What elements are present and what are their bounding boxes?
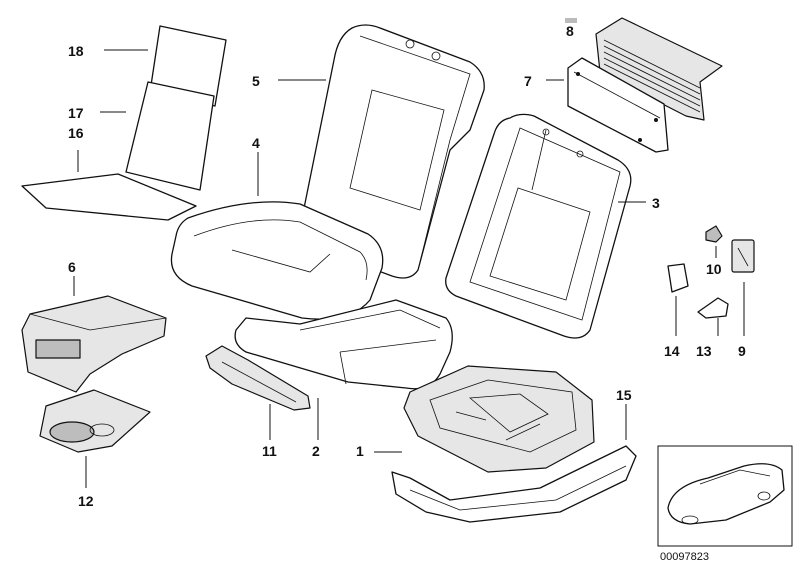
part-13-hook[interactable] xyxy=(697,297,729,319)
callout-13: 13 xyxy=(696,343,712,359)
part-7-back-panel[interactable] xyxy=(567,57,669,153)
part-12-cupholder[interactable] xyxy=(39,389,151,453)
vehicle-thumbnail xyxy=(657,445,793,547)
callout-2: 2 xyxy=(312,443,320,459)
callout-labels: 18 17 16 5 4 6 8 7 3 10 9 13 14 15 11 2 … xyxy=(68,23,746,563)
callout-10: 10 xyxy=(706,261,722,277)
callout-1: 1 xyxy=(356,443,364,459)
callout-12: 12 xyxy=(78,493,94,509)
part-6-armrest[interactable] xyxy=(21,295,167,393)
callout-11: 11 xyxy=(262,443,277,459)
diagram-code: 00097823 xyxy=(660,551,709,563)
callout-3: 3 xyxy=(652,195,660,211)
part-15-side-trim[interactable] xyxy=(391,445,637,523)
part-5-backrest-cover[interactable] xyxy=(299,24,485,279)
part-1-seat-frame[interactable] xyxy=(403,365,595,473)
callout-14: 14 xyxy=(664,343,680,359)
part-9-latch[interactable] xyxy=(731,239,755,273)
callout-8: 8 xyxy=(566,23,574,39)
part-16-pad[interactable] xyxy=(21,173,197,221)
part-17-pad[interactable] xyxy=(125,81,215,191)
callout-4: 4 xyxy=(252,135,260,151)
callout-17: 17 xyxy=(68,105,84,121)
callout-18: 18 xyxy=(68,43,84,59)
part-3-backrest-foam[interactable] xyxy=(445,113,632,339)
part-10-clip[interactable] xyxy=(705,225,723,243)
callout-6: 6 xyxy=(68,259,76,275)
callout-16: 16 xyxy=(68,125,84,141)
leader-lines xyxy=(73,49,745,488)
callout-7: 7 xyxy=(524,73,532,89)
part-14-cover[interactable] xyxy=(667,263,689,293)
callout-15: 15 xyxy=(616,387,632,403)
callout-5: 5 xyxy=(252,73,260,89)
callout-9: 9 xyxy=(738,343,746,359)
part-11-bracket[interactable] xyxy=(205,345,311,411)
